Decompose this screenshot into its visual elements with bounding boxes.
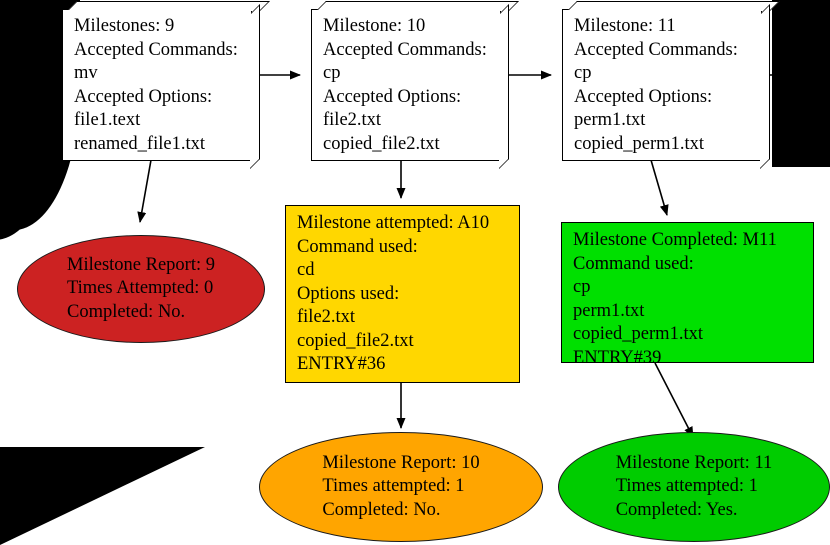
node-line: Times attempted: 1	[615, 476, 758, 497]
node-line: Accepted Options:	[323, 86, 462, 107]
node-line: cd	[297, 260, 315, 280]
node-line: renamed_file1.txt	[74, 133, 205, 154]
node-line: cp	[574, 63, 592, 83]
node-line: cp	[573, 277, 591, 297]
clipped-graph-region-right-mid	[772, 92, 830, 167]
node-line: ENTRY#36	[297, 354, 386, 374]
node-line: Completed: No.	[322, 499, 441, 520]
node-line: Milestone: 10	[323, 16, 426, 36]
node-line: Times attempted: 1	[322, 476, 465, 497]
node-completed-m11[interactable]: Milestone Completed: M11 Command used: c…	[561, 222, 814, 368]
clipped-graph-region-left-bottom	[0, 447, 205, 545]
node-line: Milestone Completed: M11	[573, 230, 777, 250]
node-milestone-9[interactable]: Milestones: 9 Accepted Commands: mv Acce…	[62, 1, 270, 169]
node-line: Milestones: 9	[74, 16, 175, 36]
box3d-right-face	[250, 4, 260, 169]
node-line: copied_file2.txt	[297, 330, 414, 351]
edge-milestone11-to-completed-m11	[650, 159, 669, 216]
node-line: Command used:	[573, 253, 694, 274]
node-line: Completed: No.	[67, 301, 186, 322]
node-line: Options used:	[297, 283, 400, 304]
node-line: Accepted Commands:	[574, 39, 738, 60]
node-line: perm1.txt	[573, 300, 645, 321]
node-line: file2.txt	[297, 307, 356, 327]
edge-milestone9-to-report9	[137, 159, 152, 223]
node-line: Times Attempted: 0	[67, 278, 214, 299]
box3d-right-face	[760, 4, 770, 169]
node-line: Command used:	[297, 236, 418, 257]
box3d-right-face	[499, 4, 509, 169]
node-report-9[interactable]: Milestone Report: 9 Times Attempted: 0 C…	[17, 235, 265, 343]
node-line: ENTRY#39	[573, 347, 662, 368]
node-line: Accepted Commands:	[74, 39, 238, 60]
node-line: file2.txt	[323, 110, 382, 130]
node-line: copied_file2.txt	[323, 133, 440, 154]
node-line: Accepted Commands:	[323, 39, 487, 60]
node-line: Accepted Options:	[74, 86, 213, 107]
node-line: cp	[323, 63, 341, 83]
node-line: file1.text	[74, 110, 141, 130]
node-line: Accepted Options:	[574, 86, 713, 107]
node-line: perm1.txt	[574, 110, 646, 130]
node-line: Milestone Report: 10	[322, 452, 480, 473]
node-line: Milestone Report: 11	[615, 452, 773, 473]
node-report-10[interactable]: Milestone Report: 10 Times attempted: 1 …	[259, 432, 543, 542]
node-line: copied_perm1.txt	[574, 133, 704, 154]
edge-completed-m11-to-report11	[654, 362, 694, 438]
node-milestone-11[interactable]: Milestone: 11 Accepted Commands: cp Acce…	[562, 1, 780, 169]
node-line: mv	[74, 63, 98, 83]
node-line: Milestone: 11	[574, 16, 676, 36]
node-line: Completed: Yes.	[615, 499, 738, 520]
node-line: Milestone attempted: A10	[297, 213, 490, 233]
node-attempt-a10[interactable]: Milestone attempted: A10 Command used: c…	[285, 205, 520, 383]
node-milestone-10[interactable]: Milestone: 10 Accepted Commands: cp Acce…	[311, 1, 519, 169]
node-line: Milestone Report: 9	[67, 254, 215, 275]
node-line: copied_perm1.txt	[573, 324, 703, 344]
node-report-11[interactable]: Milestone Report: 11 Times attempted: 1 …	[558, 432, 830, 542]
